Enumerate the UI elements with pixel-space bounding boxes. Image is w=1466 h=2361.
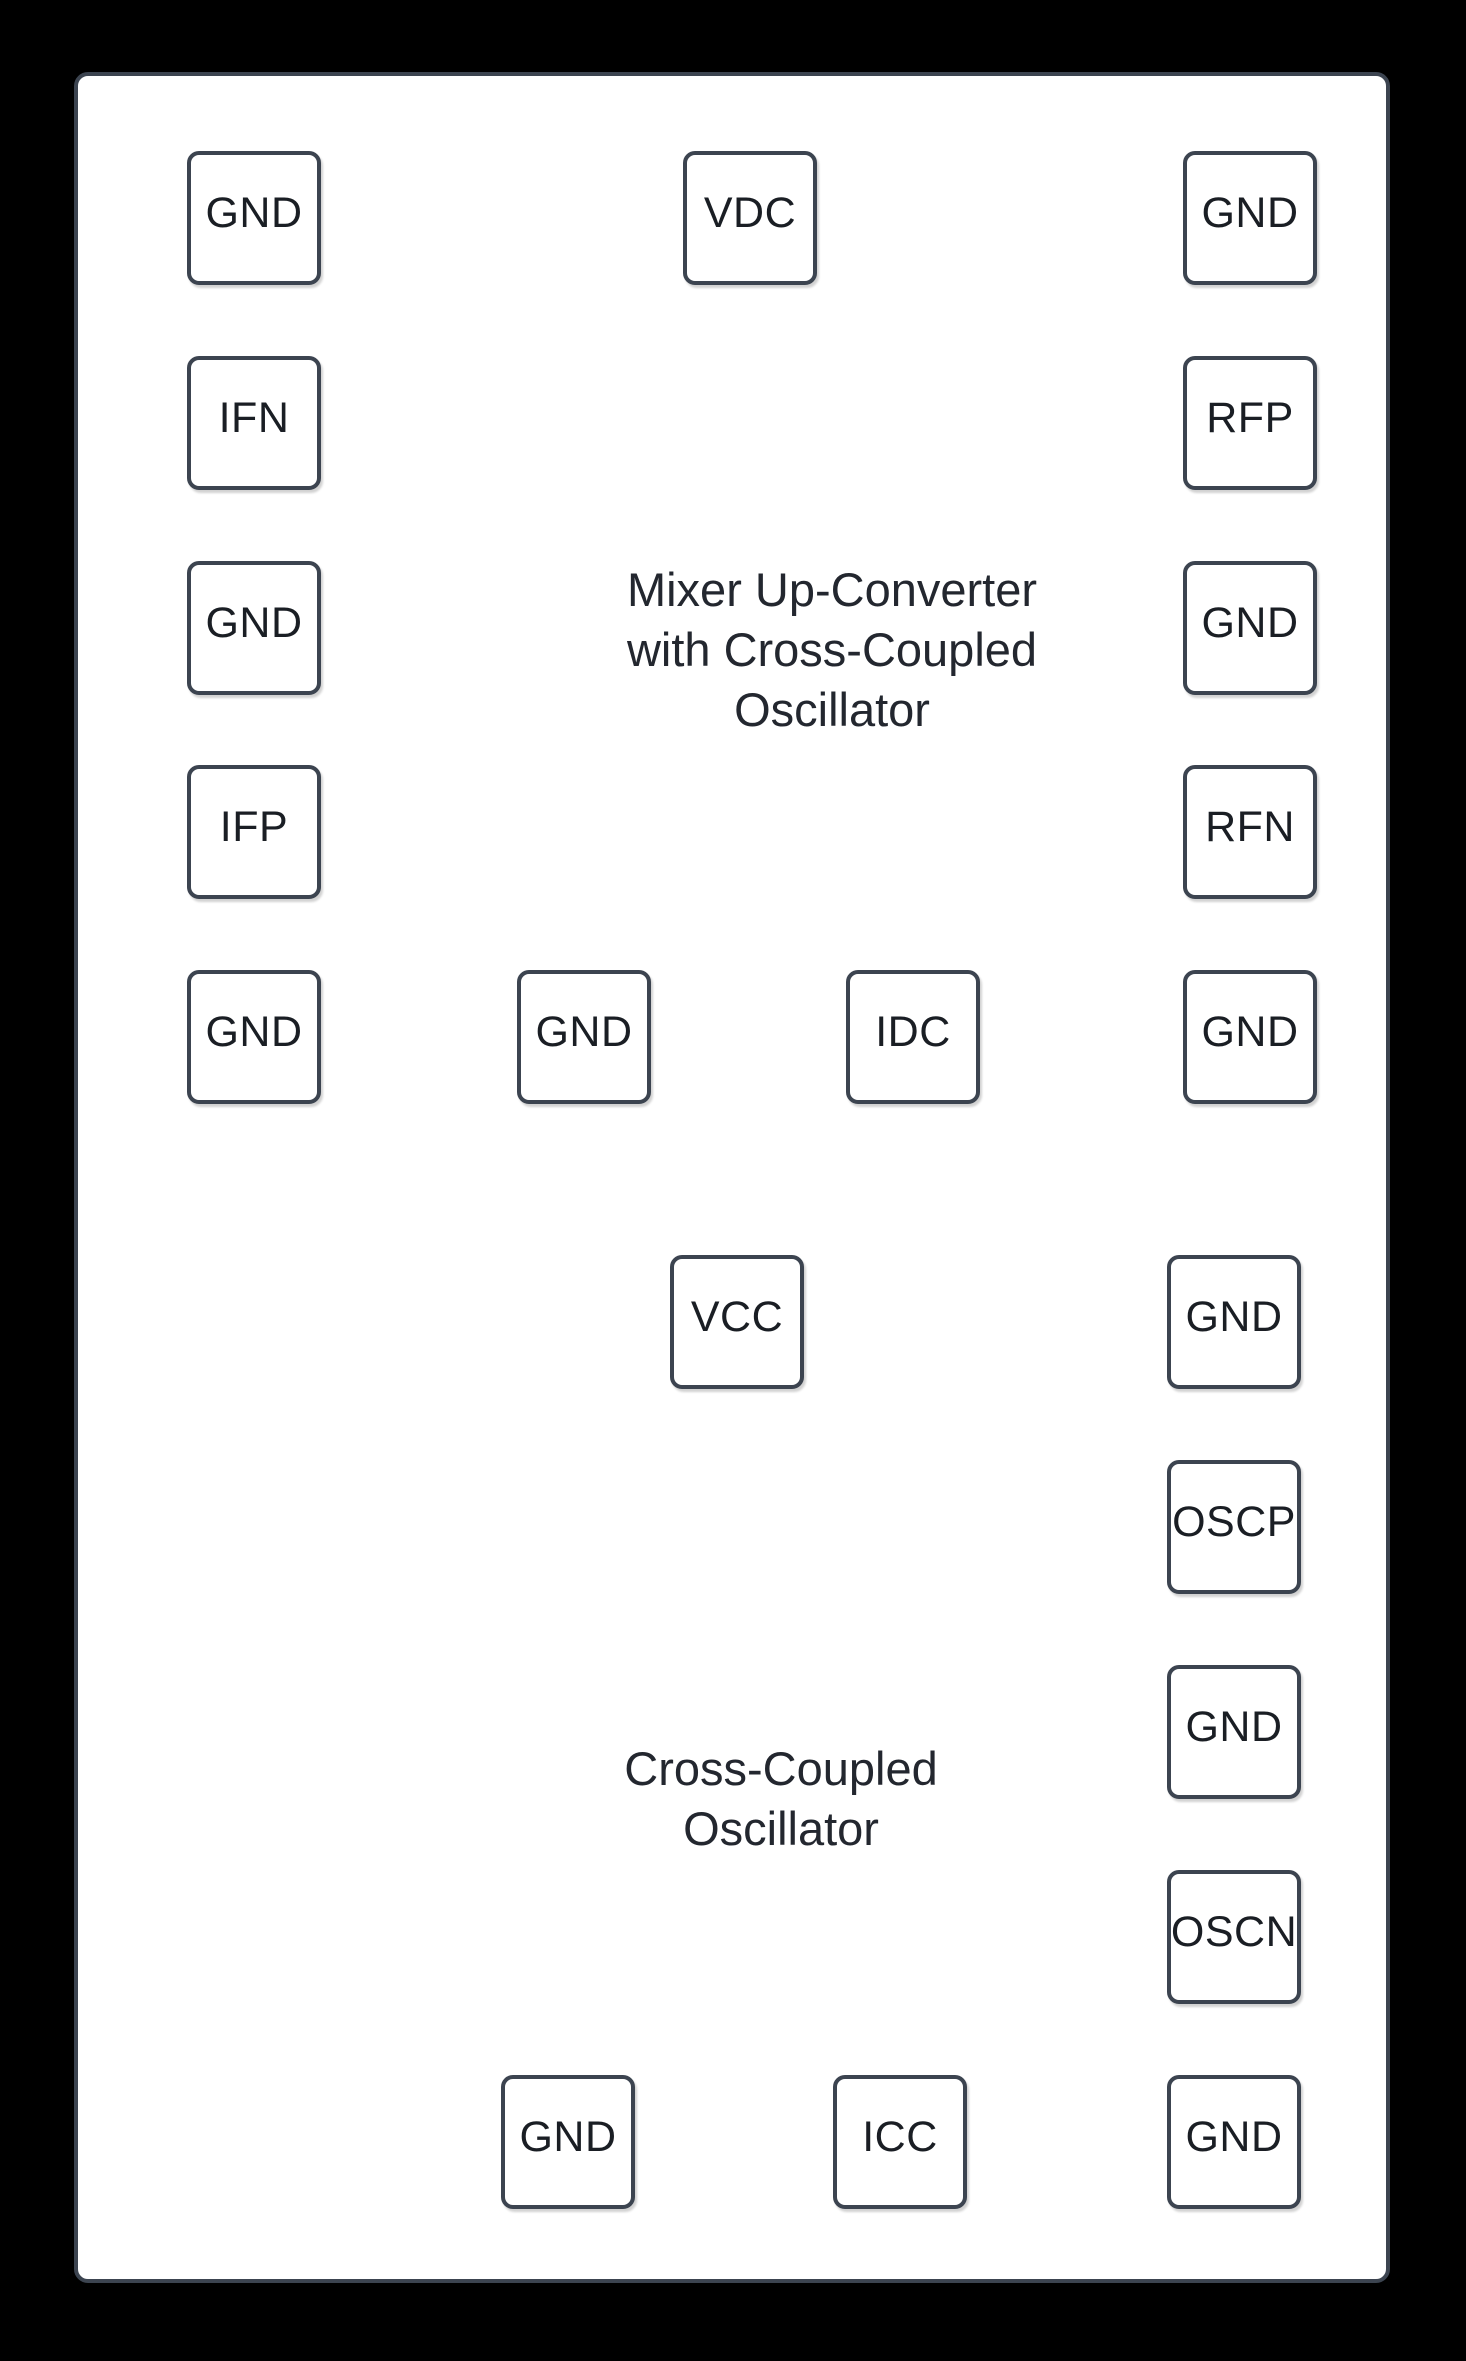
pad-label: GND <box>205 598 303 647</box>
pad-gnd-10: GND <box>517 970 651 1104</box>
pad-label: GND <box>205 1007 303 1056</box>
pad-gnd-16: GND <box>1167 1665 1301 1799</box>
pad-gnd-18: GND <box>501 2075 635 2209</box>
pad-label: GND <box>1201 598 1299 647</box>
pad-rfp-4: RFP <box>1183 356 1317 490</box>
pad-label: ICC <box>862 2112 938 2161</box>
pad-oscn-17: OSCN <box>1167 1870 1301 2004</box>
pad-label: OSCN <box>1170 1907 1298 1956</box>
chip-outline: Mixer Up-Converter with Cross-Coupled Os… <box>74 72 1390 2283</box>
pad-vdc-1: VDC <box>683 151 817 285</box>
pad-ifp-7: IFP <box>187 765 321 899</box>
pad-icc-19: ICC <box>833 2075 967 2209</box>
mixer-section-title: Mixer Up-Converter with Cross-Coupled Os… <box>626 563 1038 736</box>
pad-label: RFN <box>1205 802 1295 851</box>
pad-gnd-0: GND <box>187 151 321 285</box>
pad-gnd-5: GND <box>187 561 321 695</box>
pad-label: GND <box>1185 1702 1283 1751</box>
pad-gnd-14: GND <box>1167 1255 1301 1389</box>
pad-label: GND <box>1201 188 1299 237</box>
pad-vcc-13: VCC <box>670 1255 804 1389</box>
oscillator-section-title: Cross-Coupled Oscillator <box>624 1742 938 1855</box>
pad-oscp-15: OSCP <box>1167 1460 1301 1594</box>
pad-idc-11: IDC <box>846 970 980 1104</box>
pad-label: VCC <box>690 1292 784 1341</box>
pad-label: GND <box>1185 1292 1283 1341</box>
pad-label: GND <box>519 2112 617 2161</box>
pad-label: OSCP <box>1172 1497 1296 1546</box>
pad-label: GND <box>1185 2112 1283 2161</box>
pad-gnd-6: GND <box>1183 561 1317 695</box>
pad-gnd-2: GND <box>1183 151 1317 285</box>
pad-label: VDC <box>703 188 797 237</box>
pad-gnd-12: GND <box>1183 970 1317 1104</box>
pad-label: RFP <box>1206 393 1294 442</box>
pad-label: GND <box>535 1007 633 1056</box>
pad-gnd-9: GND <box>187 970 321 1104</box>
pad-ifn-3: IFN <box>187 356 321 490</box>
pad-rfn-8: RFN <box>1183 765 1317 899</box>
pad-gnd-20: GND <box>1167 2075 1301 2209</box>
pad-label: GND <box>1201 1007 1299 1056</box>
pad-label: IFN <box>218 393 290 442</box>
pad-label: IFP <box>219 802 289 851</box>
pad-label: IDC <box>875 1007 951 1056</box>
pad-label: GND <box>205 188 303 237</box>
